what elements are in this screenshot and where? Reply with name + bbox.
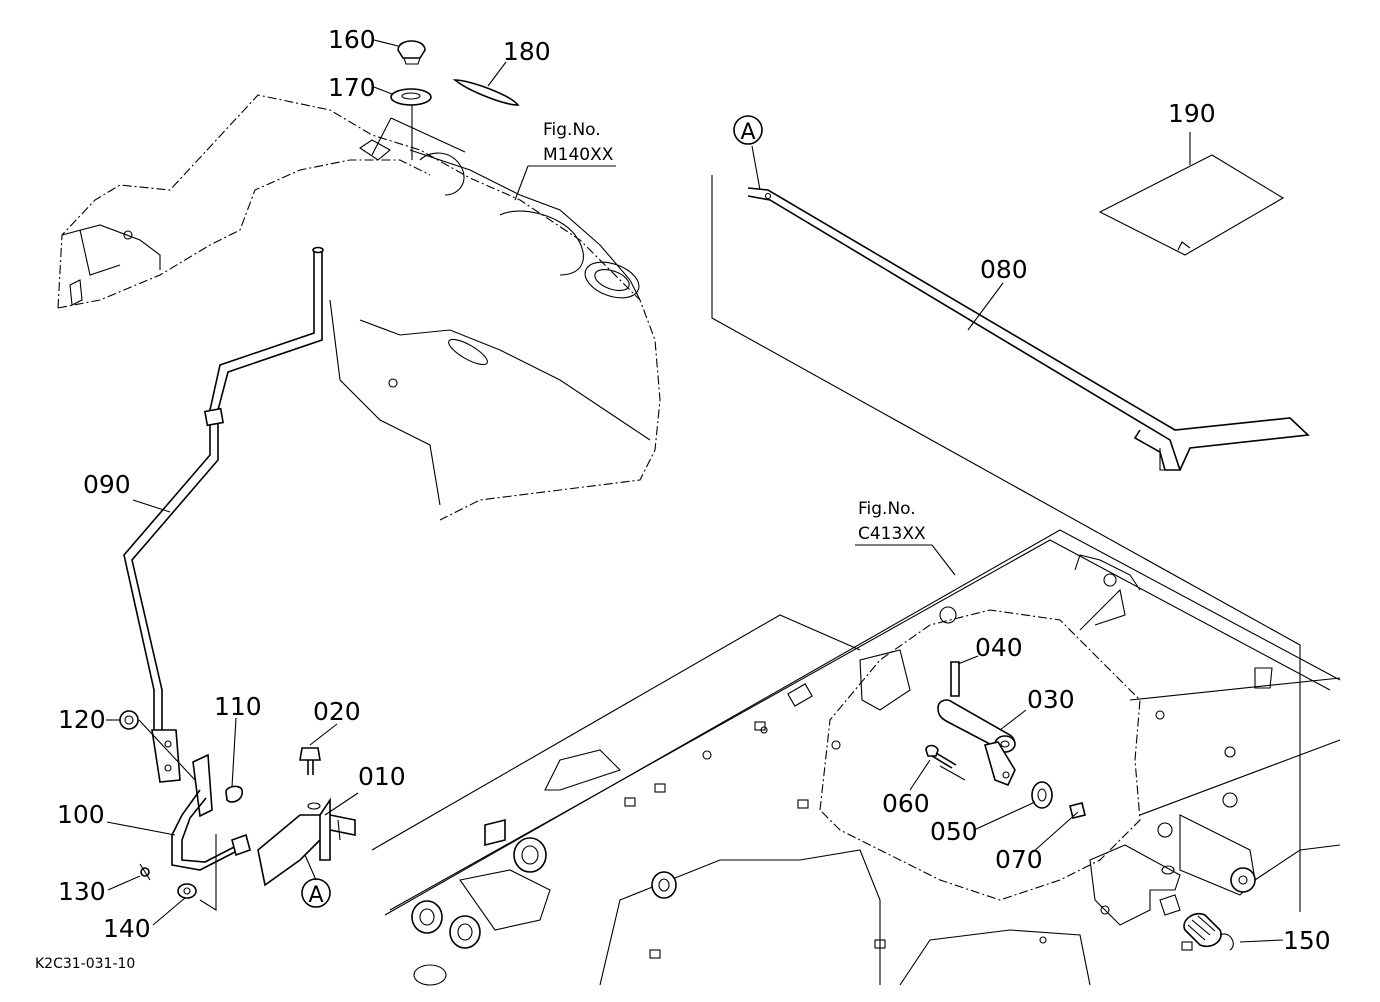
svg-text:A: A: [740, 120, 755, 145]
part-label-170: 170: [328, 73, 376, 102]
svg-text:C413XX: C413XX: [858, 524, 926, 544]
part-label-140: 140: [103, 914, 151, 943]
steering-housing-outline: [57, 94, 661, 521]
bracket-010: [257, 747, 356, 887]
part-label-110: 110: [214, 692, 262, 721]
svg-text:Fig.No.: Fig.No.: [543, 120, 601, 140]
part-label-060: 060: [882, 789, 930, 818]
part-label-090: 090: [83, 470, 131, 499]
right-bracket: [1089, 814, 1341, 926]
part-label-040: 040: [975, 633, 1023, 662]
part-label-150: 150: [1283, 926, 1331, 955]
spring-150: [1183, 912, 1234, 951]
frame-bushings: [411, 818, 677, 986]
top-parts: [371, 40, 520, 160]
part-label-070: 070: [995, 845, 1043, 874]
fig-ref-m140: Fig.No. M140XX: [543, 120, 614, 165]
svg-text:A: A: [308, 883, 323, 908]
frame-holes: [624, 573, 1238, 959]
leader-lines: [106, 39, 1284, 943]
lever-assembly: [119, 710, 251, 911]
part-label-080: 080: [980, 255, 1028, 284]
svg-text:M140XX: M140XX: [543, 145, 614, 165]
sheet-190: [1098, 154, 1285, 256]
part-label-120: 120: [58, 705, 106, 734]
part-labels: 010 020 030 040 050 060 070 080 090 100 …: [57, 25, 1331, 955]
part-label-190: 190: [1168, 99, 1216, 128]
diagram-code: K2C31-031-10: [35, 956, 135, 972]
part-label-010: 010: [358, 762, 406, 791]
part-label-100: 100: [57, 800, 105, 829]
frame-outline: [371, 529, 1341, 986]
part-label-020: 020: [313, 697, 361, 726]
fig-ref-c413: Fig.No. C413XX: [858, 499, 926, 544]
part-label-180: 180: [503, 37, 551, 66]
rod-090: [123, 246, 324, 730]
shaft-assembly: [925, 661, 1086, 819]
rod-080-assembly: [711, 175, 1310, 912]
part-label-160: 160: [328, 25, 376, 54]
part-label-050: 050: [930, 817, 978, 846]
marker-a-rod: A: [733, 115, 763, 145]
part-label-030: 030: [1027, 685, 1075, 714]
marker-a-bracket: A: [301, 878, 331, 908]
svg-text:Fig.No.: Fig.No.: [858, 499, 916, 519]
part-label-130: 130: [58, 877, 106, 906]
